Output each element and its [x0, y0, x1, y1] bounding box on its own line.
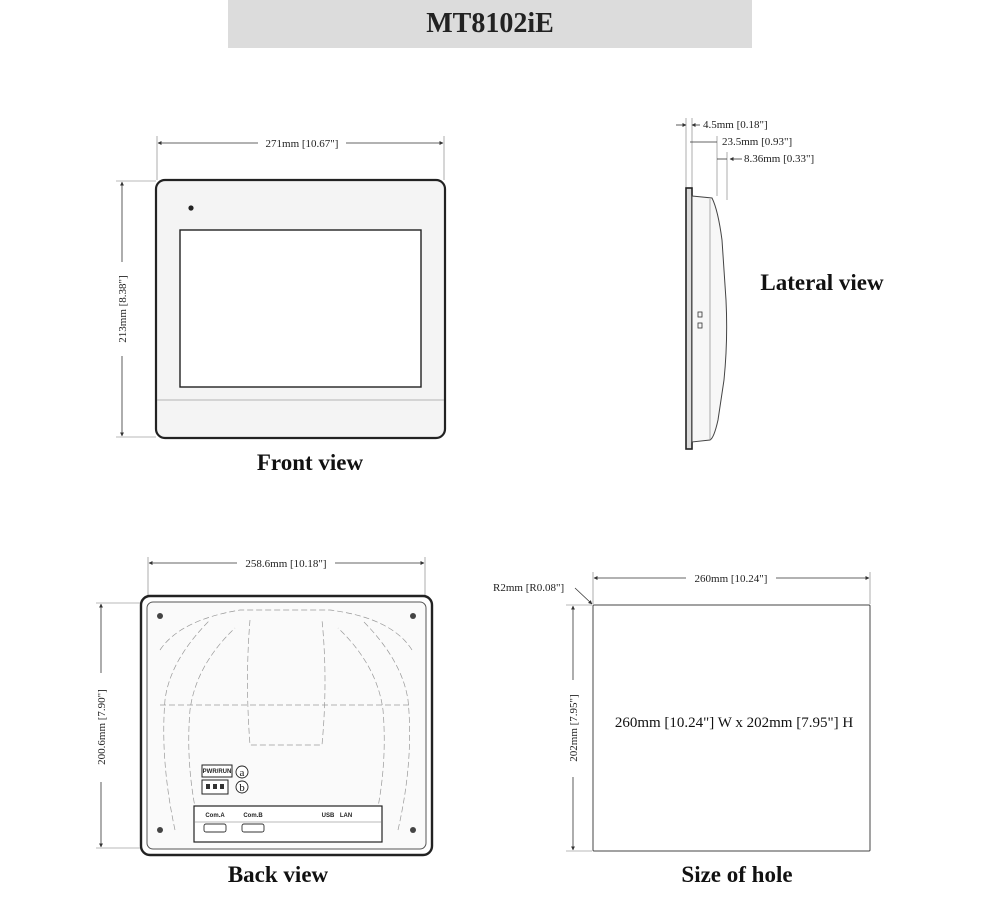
back-rib-center	[247, 619, 326, 746]
hole-size-text: 260mm [10.24"] W x 202mm [7.95"] H	[615, 715, 854, 731]
back-com-a-connector	[203, 823, 227, 833]
front-screen	[179, 229, 422, 388]
hole-width-dim: 260mm [10.24"]	[695, 573, 768, 585]
lateral-view: 4.5mm [0.18"] 23.5mm [0.93"] 8.36mm [0.3…	[676, 118, 884, 450]
back-marker-a: a	[240, 767, 245, 779]
back-port-lan: LAN	[340, 813, 352, 819]
back-rib-right-inner	[337, 627, 385, 831]
hole-view-label: Size of hole	[681, 862, 792, 887]
front-led-indicator	[188, 205, 194, 211]
back-marker-a-circle	[235, 765, 249, 779]
back-screw-tr	[410, 613, 416, 619]
back-marker-b: b	[239, 782, 245, 794]
lateral-slot-2	[697, 322, 703, 329]
lateral-slot-1	[697, 311, 703, 318]
hole-radius-dim: R2mm [R0.08"]	[493, 582, 564, 594]
back-rib-left-inner	[188, 627, 236, 831]
hole-cutout	[592, 604, 871, 852]
front-width-dim: 271mm [10.67"]	[266, 138, 339, 150]
back-screw-bl	[157, 827, 163, 833]
back-power-label: PWR/RUN	[203, 769, 232, 775]
back-rib-top	[159, 609, 413, 651]
lateral-view-label: Lateral view	[760, 270, 884, 295]
back-terminal-pin-3	[220, 784, 224, 789]
front-view-label: Front view	[257, 450, 364, 475]
lateral-dim-3: 8.36mm [0.33"]	[744, 153, 814, 165]
back-terminal-pin-1	[206, 784, 210, 789]
lateral-dim-2: 23.5mm [0.93"]	[722, 136, 792, 148]
page-title: MT8102iE	[228, 0, 752, 48]
back-marker-b-circle	[235, 780, 249, 794]
back-height-dim: 200.6mm [7.90"]	[96, 689, 108, 765]
lateral-housing	[691, 195, 728, 443]
back-port-com-b: Com.B	[243, 813, 263, 819]
back-port-com-a: Com.A	[205, 813, 225, 819]
back-com-b-connector	[241, 823, 265, 833]
hole-radius-leader	[574, 587, 593, 605]
front-height-dim: 213mm [8.38"]	[117, 275, 129, 342]
back-width-dim: 258.6mm [10.18"]	[245, 558, 326, 570]
lateral-dim-1: 4.5mm [0.18"]	[703, 119, 768, 131]
back-power-label-box	[201, 764, 233, 778]
back-view: 258.6mm [10.18"] 200.6mm [7.90"] PWR/RUN…	[96, 557, 434, 887]
hole-view: 260mm [10.24"] R2mm [R0.08"] 202mm [7.95…	[493, 572, 871, 887]
back-screw-tl	[157, 613, 163, 619]
back-rib-right-outer	[361, 619, 410, 831]
back-port-usb: USB	[322, 813, 335, 819]
back-screw-br	[410, 827, 416, 833]
back-view-label: Back view	[228, 862, 329, 887]
lateral-bezel	[685, 187, 693, 450]
hole-height-dim: 202mm [7.95"]	[568, 694, 580, 761]
back-terminal-pin-2	[213, 784, 217, 789]
back-rib-left-outer	[163, 619, 211, 831]
front-view: 271mm [10.67"] 213mm [8.38"] Front view	[116, 136, 447, 475]
